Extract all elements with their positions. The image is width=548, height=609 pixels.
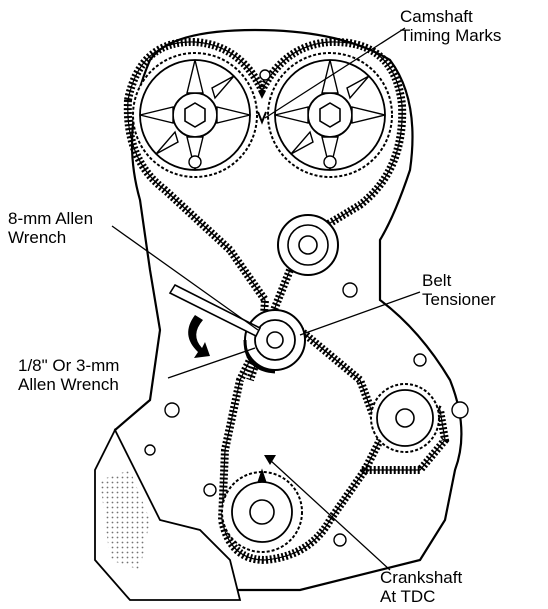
label-allen-wrench-3mm: 1/8" Or 3-mm Allen Wrench [18,356,119,394]
label-line: Allen Wrench [18,375,119,394]
label-line: At TDC [380,587,436,606]
block-bolts [144,69,469,547]
label-line: 1/8" Or 3-mm [18,356,120,375]
label-camshaft-timing-marks: Camshaft Timing Marks [400,7,501,45]
leader-lines [111,27,421,571]
label-line: Crankshaft [380,568,463,587]
label-allen-wrench-8mm: 8-mm Allen Wrench [8,209,93,247]
idler-pulley [277,214,339,276]
timing-belt [123,37,450,565]
right-camshaft-sprocket [267,52,393,178]
label-line: Tensioner [422,290,496,309]
rotation-arrow-icon [188,315,210,358]
label-line: Wrench [8,228,67,247]
allen-wrench-8mm [168,283,262,338]
camshaft-timing-mark [257,111,267,125]
belt-tensioner [243,309,306,374]
intermediate-sprocket [370,383,440,453]
left-camshaft-sprocket [132,52,258,178]
crankshaft-sprocket [221,468,303,553]
label-line: 8-mm Allen [8,209,94,228]
label-crankshaft-at-tdc: Crankshaft At TDC [380,568,462,606]
label-line: Belt [422,271,452,290]
label-line: Camshaft [400,7,473,26]
label-line: Timing Marks [400,26,502,45]
label-belt-tensioner: Belt Tensioner [422,271,496,309]
housing-shading [100,470,150,570]
